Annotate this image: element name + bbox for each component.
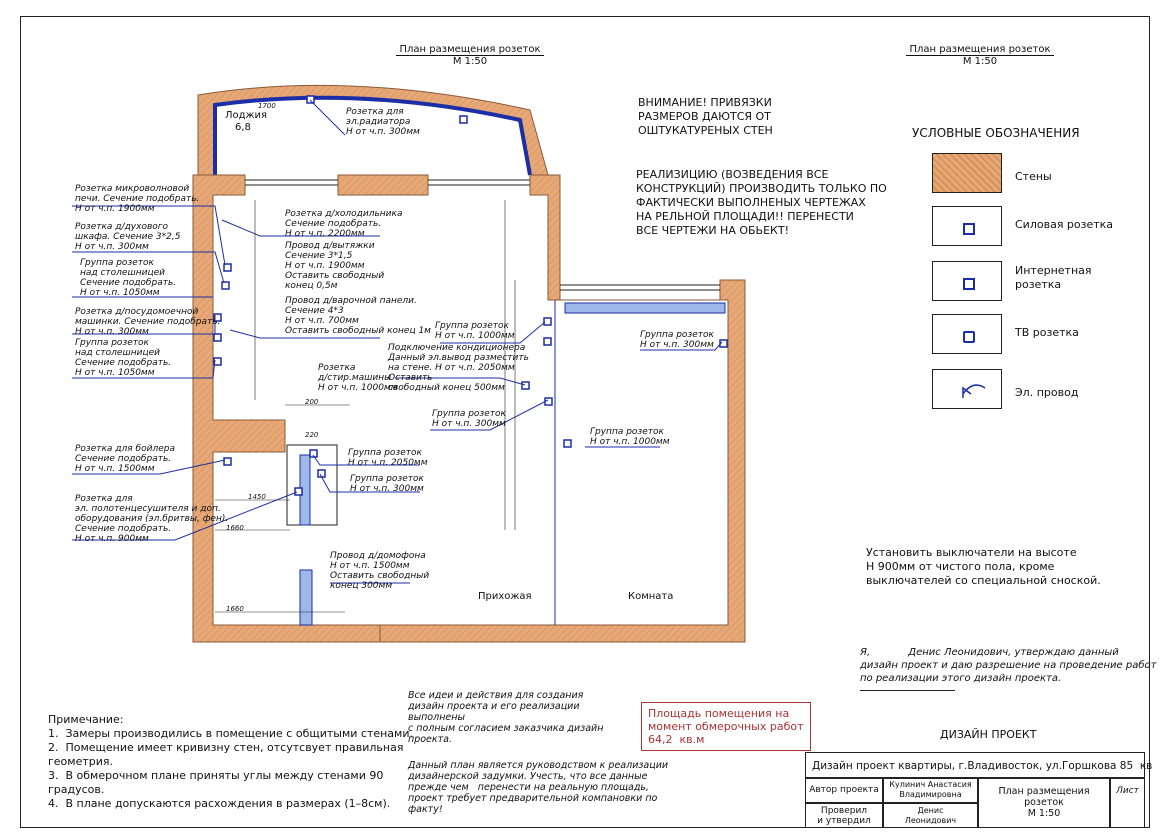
legend-title: УСЛОВНЫЕ ОБОЗНАЧЕНИЯ [912,126,1080,140]
annotation: Розетка д/холодильника Сечение подобрать… [285,209,403,239]
signature-line [860,690,955,691]
tv-socket-icon [963,331,975,343]
warning-dimensions: ВНИМАНИЕ! ПРИВЯЗКИ РАЗМЕРОВ ДАЮТСЯ ОТ ОШ… [638,96,773,137]
note-4: 4. В плане допускаются расхождения в раз… [48,797,391,810]
room-wall-strip [564,302,726,314]
legend-power-box [932,206,1002,246]
legend-walls: Стены [1015,170,1052,183]
legend-internet-box [932,261,1002,301]
ideas-text: Все идеи и действия для создания дизайн … [408,690,604,745]
annotation: Группа розеток Н от ч.п. 300мм [350,474,424,494]
internet-socket-icon [963,278,975,290]
annotation: Провод д/вытяжки Сечение 3*1,5 Н от ч.п.… [285,241,385,291]
wire-icon [962,384,986,398]
annotation: Розетка д/посудомоечной машинки. Сечение… [75,307,221,337]
room-living: Комната [628,591,674,602]
annotation: Подключение кондиционера Данный эл.вывод… [388,343,529,393]
approval-text: Я, Денис Леонидович, утверждаю данный ди… [860,647,1157,684]
room-hall: Прихожая [478,591,532,602]
design-title: ДИЗАЙН ПРОЕКТ [940,728,1037,741]
annotation: Розетка для эл.радиатора Н от ч.п. 300мм [346,107,420,137]
legend-tv: ТВ розетка [1015,326,1079,339]
annotation: Группа розеток над столешницей Сечение п… [75,338,172,378]
dim-label: 1450 [248,493,266,501]
cell [1110,778,1145,828]
annotation: Группа розеток Н от ч.п. 1000мм [590,427,670,447]
annotation: Группа розеток Н от ч.п. 1000мм [435,321,515,341]
cell [978,778,1110,828]
cell [805,778,883,803]
author-label: Автор проекта [809,785,879,795]
annotation: Розетка микроволновой печи. Сечение подо… [75,184,200,214]
author-name: Кулинич Анастасия Владимировна [889,780,972,799]
legend-tv-box [932,314,1002,354]
dim-label: 1660 [226,605,244,613]
annotation: Провод д/домофона Н от ч.п. 1500мм Остав… [330,551,430,591]
note-1: 1. Замеры производились в помещение с об… [48,727,413,740]
legend-wire: Эл. провод [1015,386,1079,399]
plan-note: Данный план является руководством к реал… [408,760,669,815]
notes-title: Примечание: [48,713,124,726]
annotation: Группа розеток Н от ч.п. 2050мм [348,448,428,468]
legend-wall-swatch [932,153,1002,193]
wall-right [379,174,746,643]
annotation: Группа розеток Н от ч.п. 300мм [640,330,714,350]
cell [883,778,978,803]
dim-label: 1700 [258,102,276,110]
legend-wire-box [932,369,1002,409]
annotation: Группа розеток Н от ч.п. 300мм [432,409,506,429]
annotation: Группа розеток над столешницей Сечение п… [80,258,177,298]
drawing-sheet [20,16,1150,828]
sheet-label: Лист [1116,786,1139,796]
annotation: Провод д/варочной панели. Сечение 4*3 Н … [285,296,431,336]
project-name: Дизайн проект квартиры, г.Владивосток, у… [812,760,1153,772]
warning-implementation: РЕАЛИЗИЦИЮ (ВОЗВЕДЕНИЯ ВСЕ КОНСТРУКЦИЙ) … [636,168,887,237]
legend-internet: Интернетная розетка [1015,264,1092,291]
annotation: Розетка д/духового шкафа. Сечение 3*2,5 … [75,222,181,252]
area-box: Площадь помещения на момент обмерочных р… [641,702,811,751]
bath-partition [286,444,338,526]
annotation: Розетка для эл. полотенцесушителя и доп.… [75,494,229,544]
title-row [805,752,1145,778]
dim-label: 220 [305,431,319,439]
room-loggia-area: 6,8 [235,122,251,133]
sheet-title: План размещения розеток М 1:50 [998,786,1090,819]
switch-note: Установить выключатели на высоте Н 900мм… [866,546,1101,587]
note-2: 2. Помещение имеет кривизну стен, отсутс… [48,741,404,768]
dim-label: 1660 [226,524,244,532]
room-loggia: Лоджия [225,110,268,121]
cell [883,803,978,828]
legend-power: Силовая розетка [1015,218,1114,231]
check-label: Проверил и утвердил [817,806,871,826]
annotation: Розетка для бойлера Сечение подобрать. Н… [75,444,175,474]
note-3: 3. В обмерочном плане приняты углы между… [48,769,384,796]
dim-label: 200 [305,398,319,406]
annotation: Розетка д/стир.машины Н от ч.п. 1000мм [318,363,398,393]
cell [805,803,883,828]
loggia-inner [213,95,532,176]
power-socket-icon [963,223,975,235]
wall-top-mid [337,174,429,196]
check-name: Денис Леонидович [904,806,957,825]
